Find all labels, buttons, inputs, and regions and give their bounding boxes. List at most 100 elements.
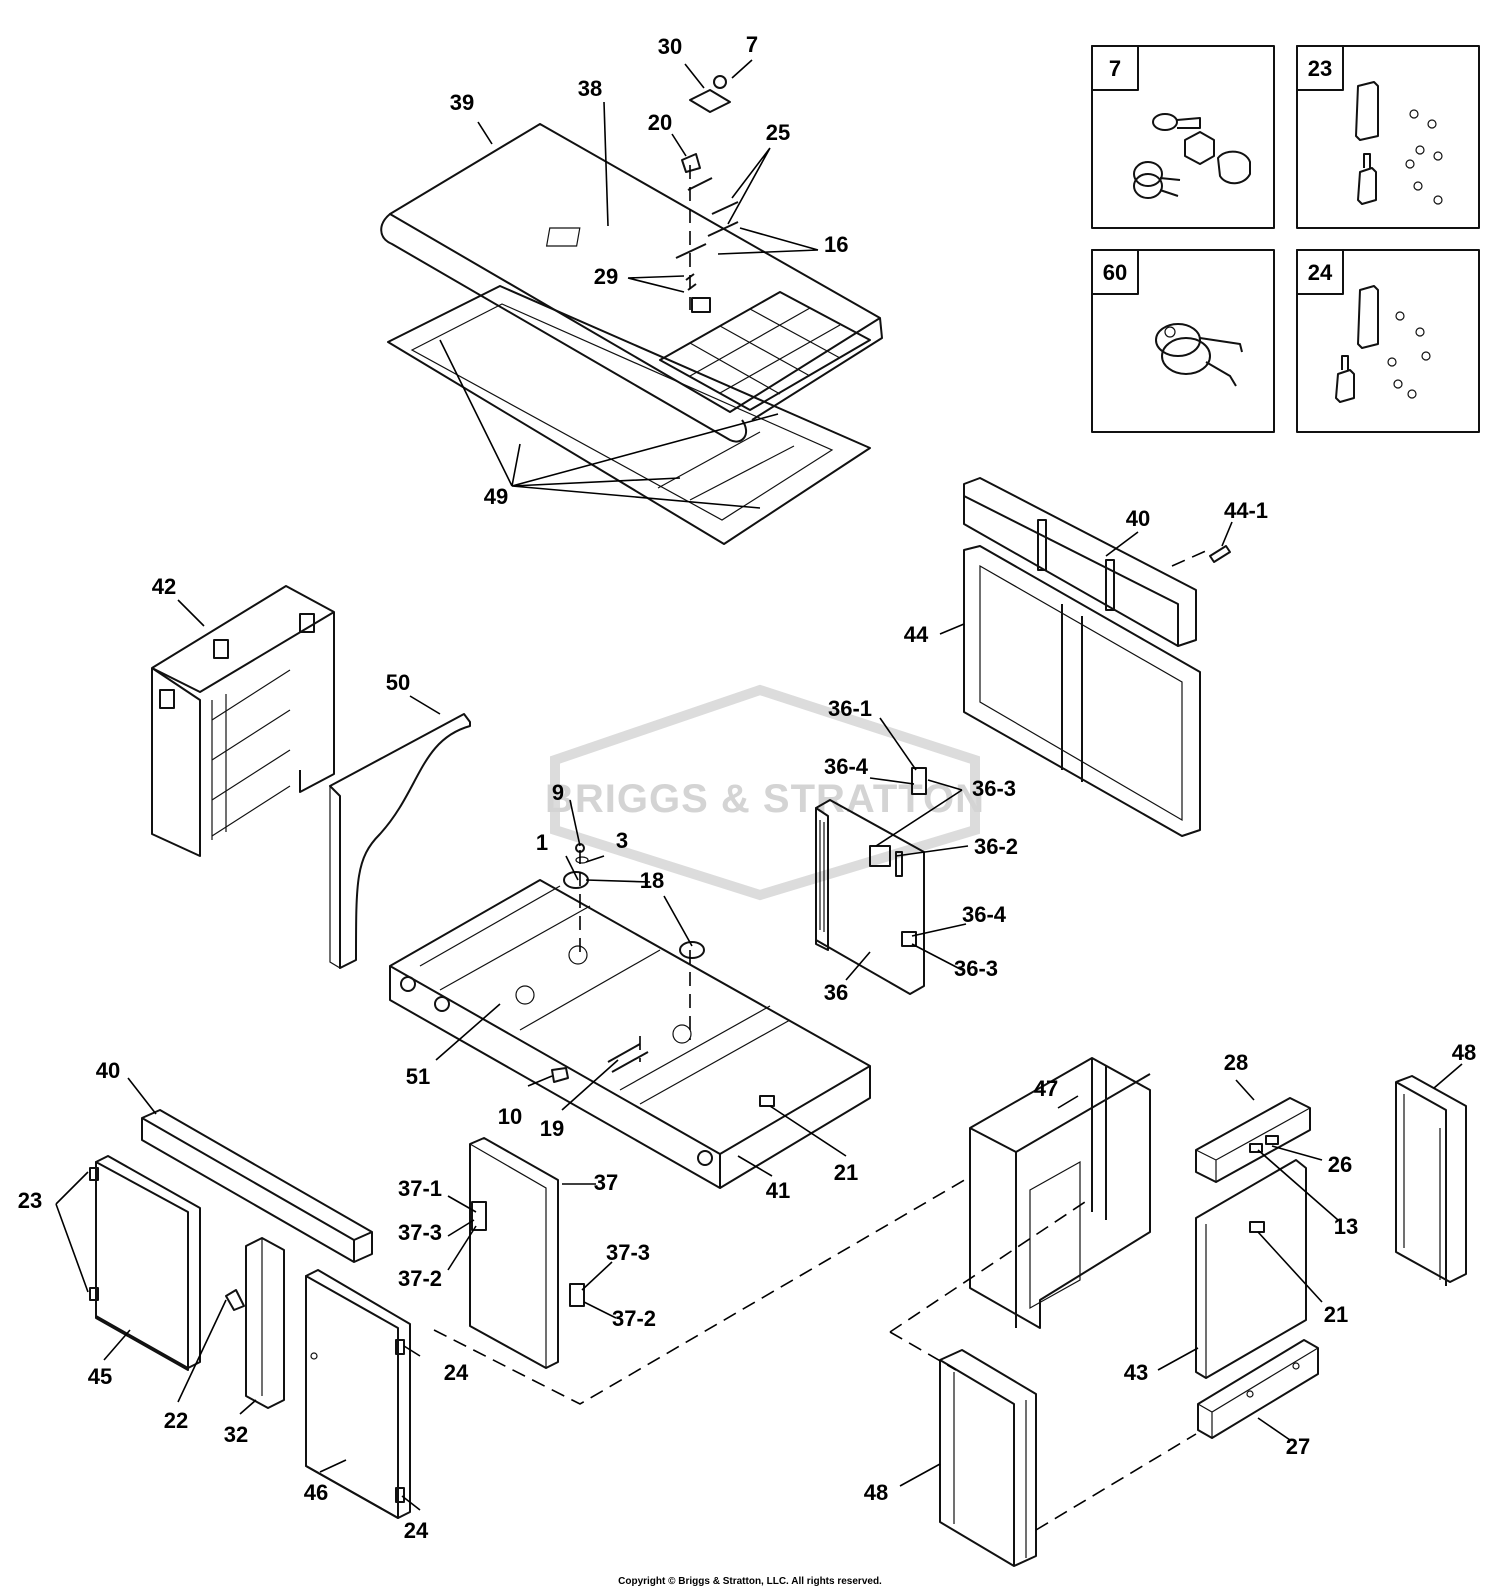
- baffle-50: [329, 713, 471, 969]
- dash-connector: [889, 1199, 1089, 1333]
- dash-connector: [433, 1177, 969, 1405]
- strip-25: [687, 177, 739, 215]
- base-rail-27: [1197, 1339, 1319, 1439]
- callout-label: 22: [164, 1408, 188, 1433]
- inset-box-hinge-23: 23: [1296, 45, 1480, 229]
- callout-label: 28: [1224, 1050, 1248, 1075]
- callout-label: 36-2: [974, 834, 1018, 859]
- callout-label: 40: [1126, 506, 1150, 531]
- callout-label: 7: [746, 32, 758, 57]
- latch-22: [225, 1289, 245, 1311]
- callout-label: 9: [552, 780, 564, 805]
- door-46: [305, 1269, 411, 1519]
- watermark-logo: BRIGGS & STRATTON: [545, 684, 985, 901]
- clip-10: [551, 1067, 569, 1083]
- callout-label: 37-3: [606, 1240, 650, 1265]
- callout-label: 37-3: [398, 1220, 442, 1245]
- lock-icon: [1133, 113, 1251, 199]
- dash-connector: [1171, 549, 1209, 567]
- inset-box-number: 23: [1308, 56, 1332, 81]
- callout-label: 21: [1324, 1302, 1348, 1327]
- callout-label: 24: [444, 1360, 469, 1385]
- callout-label: 24: [404, 1518, 429, 1543]
- hinge-icon: [1355, 81, 1443, 205]
- callout-label: 50: [386, 670, 410, 695]
- callout-label: 41: [766, 1178, 790, 1203]
- front-rail-40: [141, 1109, 373, 1263]
- callout-label: 30: [658, 34, 682, 59]
- bracket-19: [607, 1043, 649, 1073]
- callout-label: 37: [594, 1170, 618, 1195]
- door-45: [89, 1155, 201, 1371]
- callout-label: 37-2: [612, 1306, 656, 1331]
- clip-44-1: [1209, 545, 1231, 563]
- callout-label: 37-2: [398, 1266, 442, 1291]
- callout-label: 19: [540, 1116, 564, 1141]
- callout-label: 43: [1124, 1360, 1148, 1385]
- side-panel-44: [963, 545, 1201, 837]
- callout-label: 32: [224, 1422, 248, 1447]
- callout-label: 47: [1034, 1076, 1058, 1101]
- callout-label: 18: [640, 868, 664, 893]
- block: [691, 297, 711, 313]
- callout-label: 44: [904, 622, 929, 647]
- callout-label: 16: [824, 232, 848, 257]
- callout-label: 46: [304, 1480, 328, 1505]
- panel-37: [469, 1137, 585, 1369]
- callout-label: 36-3: [972, 776, 1016, 801]
- inset-box-lock: 7: [1091, 45, 1275, 229]
- clip-29: [685, 273, 697, 291]
- enclosure-47: [969, 1057, 1151, 1329]
- door-43: [1195, 1159, 1307, 1379]
- callout-label: 21: [834, 1160, 858, 1185]
- plate-21: [759, 1095, 775, 1107]
- callout-label: 36: [824, 980, 848, 1005]
- callout-label: 23: [18, 1188, 42, 1213]
- callout-label: 20: [648, 110, 672, 135]
- strip-16: [675, 221, 739, 259]
- callout-label: 29: [594, 264, 618, 289]
- inset-box-number: 24: [1308, 260, 1333, 285]
- callout-label: 38: [578, 76, 602, 101]
- copyright-notice: Copyright © Briggs & Stratton, LLC. All …: [618, 1576, 882, 1587]
- callout-label: 48: [1452, 1040, 1476, 1065]
- screw-7: [713, 75, 727, 89]
- key-icon: [1155, 323, 1243, 387]
- bracket-30: [689, 89, 731, 113]
- dash-connector: [1035, 1433, 1197, 1531]
- callout-label: 36-4: [962, 902, 1007, 927]
- inset-box-number: 7: [1109, 56, 1121, 81]
- callout-label: 39: [450, 90, 474, 115]
- callout-label: 36-1: [828, 696, 872, 721]
- callout-label: 3: [616, 828, 628, 853]
- mount-18: [679, 941, 705, 959]
- watermark-text: BRIGGS & STRATTON: [545, 777, 985, 821]
- callout-label: 45: [88, 1364, 112, 1389]
- clip-20: [681, 153, 701, 173]
- callout-label: 36-4: [824, 754, 869, 779]
- callout-label: 49: [484, 484, 508, 509]
- base-frame-41: [389, 879, 871, 1189]
- mount-parts: [563, 843, 705, 1062]
- callout-label: 48: [864, 1480, 888, 1505]
- rail-28: [1195, 1097, 1311, 1183]
- callout-label: 44-1: [1224, 498, 1268, 523]
- callout-label: 26: [1328, 1152, 1352, 1177]
- panel-36: [815, 767, 927, 995]
- leader-lines: [55, 59, 1463, 1511]
- callout-label: 37-1: [398, 1176, 442, 1201]
- callout-label: 42: [152, 574, 176, 599]
- inset-box-keys: 60: [1091, 249, 1275, 433]
- dash-connector: [889, 1331, 957, 1371]
- vent-grid: [659, 291, 871, 411]
- hinge-icon: [1335, 285, 1431, 403]
- inset-box-hinge-24: 24: [1296, 249, 1480, 433]
- callout-label: 13: [1334, 1214, 1358, 1239]
- callout-label: 1: [536, 830, 548, 855]
- end-panel-48-top: [1395, 1075, 1467, 1286]
- post-32: [245, 1237, 285, 1409]
- end-panel-48-bottom: [939, 1349, 1037, 1567]
- callout-label: 25: [766, 120, 790, 145]
- callout-label: 51: [406, 1064, 430, 1089]
